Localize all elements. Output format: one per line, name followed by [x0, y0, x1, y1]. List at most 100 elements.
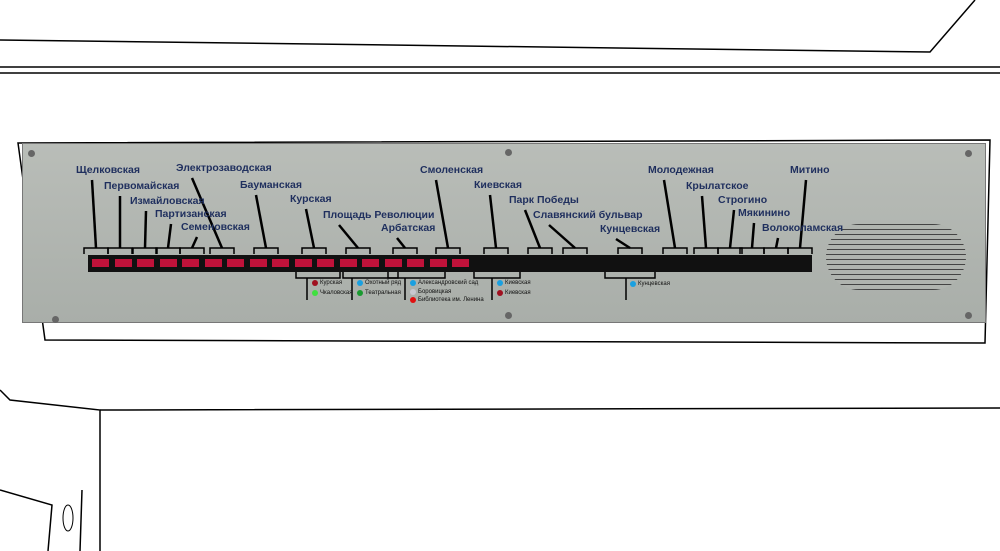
station-leader	[728, 209, 736, 249]
led-segment	[339, 259, 357, 267]
screw	[28, 150, 35, 157]
station-label: Молодежная	[648, 164, 714, 176]
screw	[505, 312, 512, 319]
transfer-item: Чкаловская	[312, 290, 352, 296]
station-bracket	[301, 247, 327, 254]
station-label: Курская	[290, 193, 332, 205]
station-leader	[90, 179, 98, 249]
led-segment	[272, 259, 289, 267]
station-bracket	[483, 247, 509, 254]
station-leader	[304, 208, 316, 249]
station-leader	[662, 179, 677, 249]
transfer-item: Киевская	[497, 280, 531, 286]
transfer-line-dot-icon	[312, 280, 318, 286]
station-label: Мякинино	[738, 207, 791, 219]
station-label: Измайловская	[130, 195, 205, 207]
led-segment	[204, 259, 222, 267]
transfer-line-dot-icon	[630, 281, 636, 287]
station-bracket	[693, 247, 719, 254]
station-bracket	[345, 247, 371, 254]
station-leader	[798, 179, 808, 249]
transfer-item: Охотный ряд	[357, 280, 401, 286]
station-bracket	[617, 247, 643, 254]
led-segment	[92, 259, 109, 267]
transfer-line-dot-icon	[312, 290, 318, 296]
station-label: Парк Победы	[509, 194, 579, 206]
speaker-grille	[826, 224, 966, 290]
station-bracket	[527, 247, 553, 254]
transfer-label: Библиотека им. Ленина	[418, 297, 484, 303]
transfer-line-dot-icon	[410, 297, 416, 303]
transfer-line-dot-icon	[410, 280, 416, 286]
station-bracket	[739, 247, 765, 254]
station-bracket	[253, 247, 279, 254]
led-segment	[362, 259, 379, 267]
station-label: Щелковская	[76, 164, 140, 176]
station-label: Партизанская	[155, 208, 227, 220]
transfer-line-dot-icon	[410, 289, 416, 295]
station-leader	[434, 179, 450, 249]
led-segment	[452, 259, 469, 267]
station-leader	[166, 223, 173, 249]
transfer-line-dot-icon	[497, 280, 503, 286]
station-bracket	[209, 247, 235, 254]
station-label: Кунцевская	[600, 223, 661, 235]
station-bracket	[392, 247, 418, 254]
led-segment	[384, 259, 402, 267]
transfer-bracket	[473, 272, 521, 300]
station-bracket	[787, 247, 813, 254]
station-bracket	[562, 247, 588, 254]
transfer-label: Театральная	[365, 290, 401, 296]
station-bracket	[155, 247, 181, 254]
station-label: Семеновская	[181, 221, 250, 233]
station-label: Электрозаводская	[176, 162, 272, 174]
transfer-item: Курская	[312, 280, 342, 286]
transfer-label: Кунцевская	[638, 281, 670, 287]
station-label: Волоколамская	[762, 222, 844, 234]
led-segment	[294, 259, 312, 267]
led-segment	[429, 259, 447, 267]
transfer-item: Библиотека им. Ленина	[410, 297, 484, 303]
station-bracket	[179, 247, 205, 254]
station-leader	[488, 194, 498, 249]
transfer-label: Боровицкая	[418, 289, 452, 295]
transfer-item: Киевская	[497, 290, 531, 296]
station-bracket	[132, 247, 158, 254]
transfer-line-dot-icon	[357, 280, 363, 286]
led-segment	[137, 259, 154, 267]
led-segment	[159, 259, 177, 267]
station-label: Киевская	[474, 179, 522, 191]
station-label: Бауманская	[240, 179, 302, 191]
transfer-bracket	[604, 272, 656, 300]
led-segment	[114, 259, 132, 267]
led-segment	[317, 259, 334, 267]
led-strip	[88, 255, 812, 272]
station-leader	[254, 194, 268, 249]
transfer-label: Охотный ряд	[365, 280, 402, 286]
station-leader	[523, 209, 542, 249]
station-label: Крылатское	[686, 180, 749, 192]
screw	[965, 312, 972, 319]
led-segment	[407, 259, 424, 267]
station-label: Митино	[790, 164, 830, 176]
station-leader	[548, 224, 576, 249]
transfer-bracket	[387, 272, 446, 300]
transfer-label: Курская	[320, 280, 343, 286]
station-leader	[774, 237, 780, 249]
station-leader	[615, 237, 631, 250]
led-segment	[182, 259, 199, 267]
transfer-item: Боровицкая	[410, 289, 451, 295]
transfer-line-dot-icon	[497, 290, 503, 296]
station-label: Арбатская	[381, 222, 436, 234]
station-bracket	[662, 247, 688, 254]
station-bracket	[435, 247, 461, 254]
station-leader	[143, 210, 148, 249]
line-map-panel	[22, 143, 986, 323]
station-leader	[190, 236, 199, 249]
screw	[505, 149, 512, 156]
station-leader	[750, 222, 756, 249]
station-leader	[396, 237, 406, 249]
station-label: Первомайская	[104, 180, 180, 192]
led-segment	[227, 259, 244, 267]
